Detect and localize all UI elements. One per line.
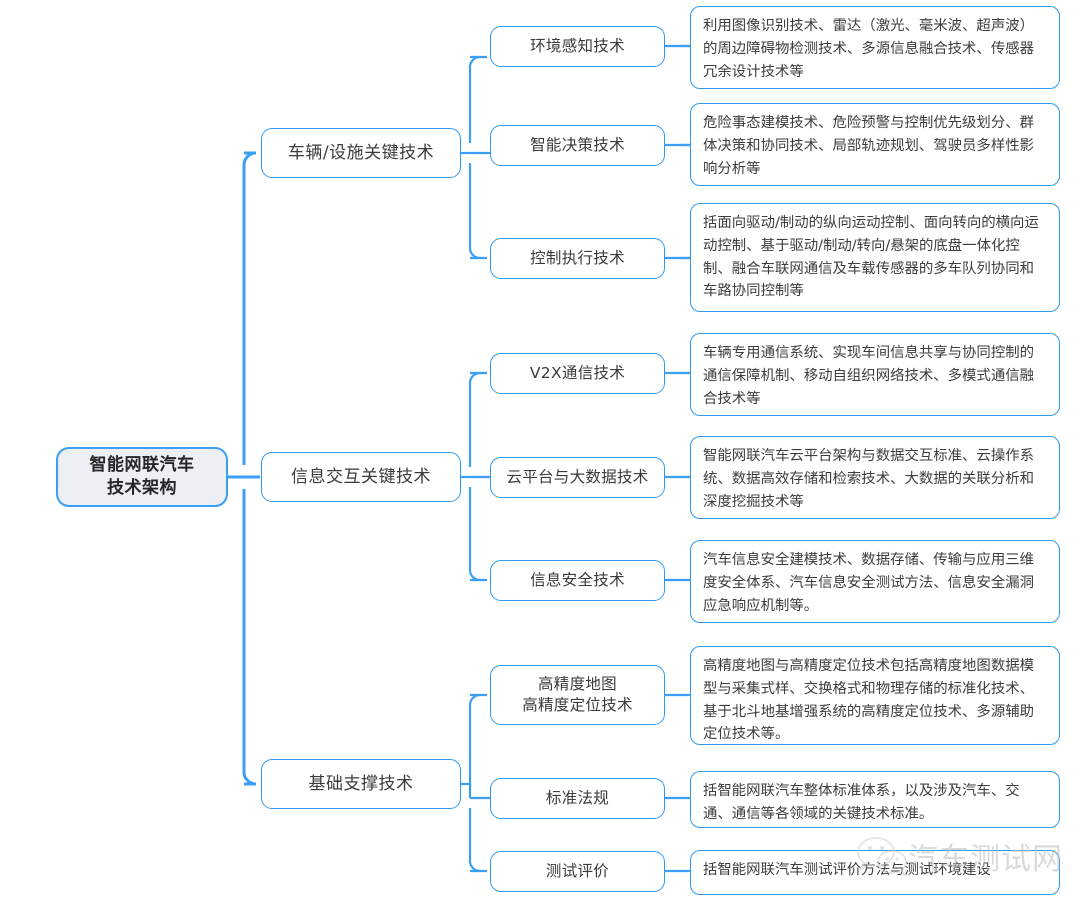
subnode-environment-perception[interactable]: 环境感知技术 xyxy=(490,26,665,67)
branch-node-basic-support[interactable]: 基础支撑技术 xyxy=(261,759,461,809)
subnode-v2x-communication[interactable]: V2X通信技术 xyxy=(490,353,665,394)
detail-box-environment-perception[interactable]: 利用图像识别技术、雷达（激光、毫米波、超声波）的周边障碍物检测技术、多源信息融合… xyxy=(690,6,1060,89)
detail-box-hd-map-positioning[interactable]: 高精度地图与高精度定位技术包括高精度地图数据模型与采集式样、交换格式和物理存储的… xyxy=(690,646,1060,745)
subnode-standards-regulations[interactable]: 标准法规 xyxy=(490,778,665,819)
subnode-intelligent-decision[interactable]: 智能决策技术 xyxy=(490,125,665,166)
detail-box-cloud-bigdata[interactable]: 智能网联汽车云平台架构与数据交互标准、云操作系统、数据高效存储和检索技术、大数据… xyxy=(690,436,1060,519)
subnode-hd-map-positioning[interactable]: 高精度地图 高精度定位技术 xyxy=(490,665,665,725)
subnode-testing-evaluation[interactable]: 测试评价 xyxy=(490,851,665,892)
subnode-control-execution[interactable]: 控制执行技术 xyxy=(490,238,665,279)
detail-box-testing-evaluation[interactable]: 括智能网联汽车测试评价方法与测试环境建设 xyxy=(690,850,1060,895)
subnode-cloud-bigdata[interactable]: 云平台与大数据技术 xyxy=(490,457,665,498)
branch-node-information-interaction[interactable]: 信息交互关键技术 xyxy=(261,452,461,502)
detail-box-information-security[interactable]: 汽车信息安全建模技术、数据存储、传输与应用三维度安全体系、汽车信息安全测试方法、… xyxy=(690,540,1060,623)
root-node[interactable]: 智能网联汽车 技术架构 xyxy=(56,447,228,507)
detail-box-intelligent-decision[interactable]: 危险事态建模技术、危险预警与控制优先级划分、群体决策和协同技术、局部轨迹规划、驾… xyxy=(690,103,1060,186)
detail-box-control-execution[interactable]: 括面向驱动/制动的纵向运动控制、面向转向的横向运动控制、基于驱动/制动/转向/悬… xyxy=(690,203,1060,312)
branch-node-vehicle-infrastructure[interactable]: 车辆/设施关键技术 xyxy=(261,128,461,178)
subnode-information-security[interactable]: 信息安全技术 xyxy=(490,560,665,601)
detail-box-v2x-communication[interactable]: 车辆专用通信系统、实现车间信息共享与协同控制的通信保障机制、移动自组织网络技术、… xyxy=(690,333,1060,416)
detail-box-standards-regulations[interactable]: 括智能网联汽车整体标准体系，以及涉及汽车、交通、通信等各领域的关键技术标准。 xyxy=(690,771,1060,828)
